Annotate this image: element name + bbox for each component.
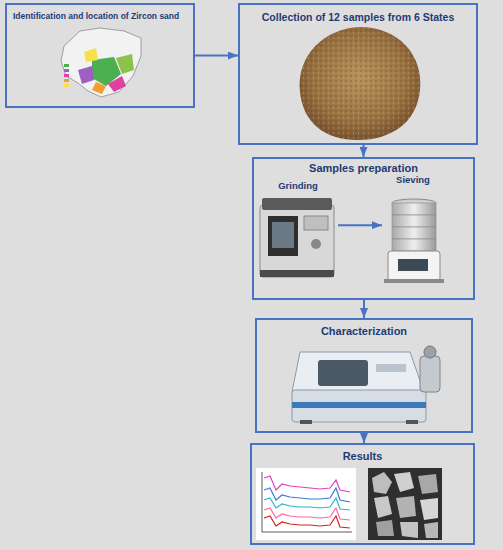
grinder-photo [260,198,334,277]
sand-photo [300,27,421,140]
sieve-photo [384,199,444,283]
step-image: Grinding [258,180,338,285]
sem-image [368,468,442,540]
flow-arrow [338,224,382,226]
spectrometer-photo [292,346,440,424]
node-title: Samples preparation [258,162,469,175]
node-title: Collection of 12 samples from 6 States [244,11,472,24]
node-title: Characterization [261,325,467,338]
process-box: Collection of 12 samples from 6 States [238,3,478,145]
flow-arrow [363,300,365,318]
node-title: Grinding [258,180,338,191]
process-box: Characterization [255,318,473,433]
node-title: Identification and location of Zircon sa… [13,11,187,21]
flow-arrow [363,433,365,443]
process-box: Samples preparationGrinding Sieving [252,157,475,300]
node-title: Sieving [382,174,444,185]
ftir-chart [256,468,356,540]
map-illustration [61,28,141,97]
step-image: Sieving [382,174,444,286]
node-title: Results [256,450,469,463]
process-box: Results [250,443,475,545]
process-box: Identification and location of Zircon sa… [5,3,195,108]
flow-arrow [363,145,365,157]
flow-arrow [195,55,238,57]
